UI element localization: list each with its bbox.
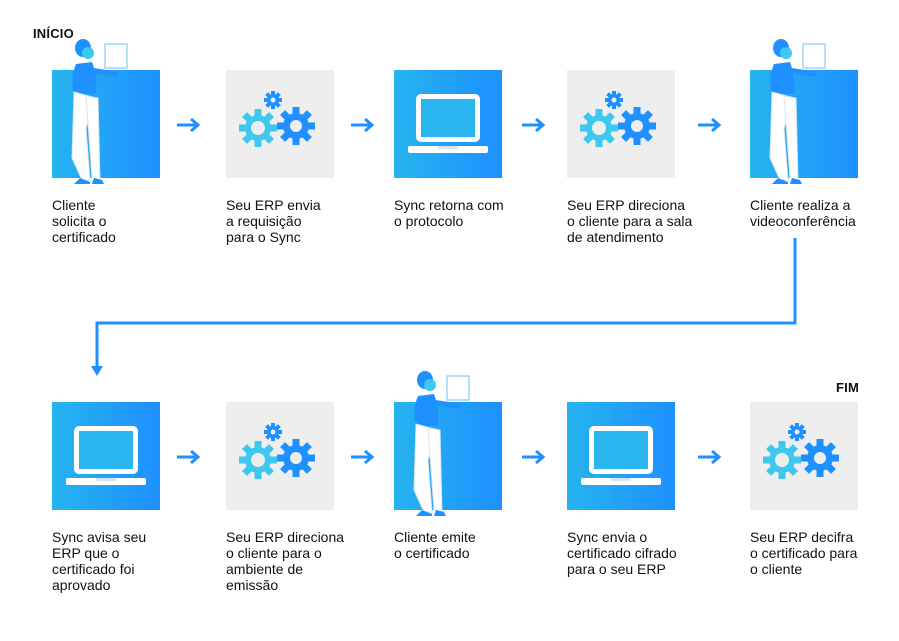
arrow-right-icon [698,118,722,132]
person-with-laptop-icon [769,39,826,184]
arrow-right-icon [177,450,201,464]
start-marker: INÍCIO [33,26,74,41]
person-with-laptop-icon [71,39,128,184]
step-5-box [750,70,858,178]
step-8-label: Cliente emite o certificado [394,529,476,561]
step-3-label: Sync retorna com o protocolo [394,197,504,229]
arrow-right-icon [351,118,375,132]
laptop-icon [408,94,488,153]
arrow-right-icon [351,450,375,464]
arrow-right-icon [522,118,546,132]
laptop-icon [66,426,146,485]
step-9-label: Sync envia o certificado cifrado para o … [567,529,677,577]
step-10-label: Seu ERP decifra o certificado para o cli… [750,529,858,577]
step-2-label: Seu ERP envia a requisição para o Sync [226,197,321,245]
step-8-box [394,402,502,510]
gears-icon [763,423,839,479]
person-with-laptop-icon [413,371,470,516]
arrow-right-icon [522,450,546,464]
gears-icon [239,423,315,479]
arrow-right-icon [177,118,201,132]
end-marker: FIM [836,380,859,395]
step-4-label: Seu ERP direciona o cliente para a sala … [567,197,693,245]
laptop-icon [581,426,661,485]
step-1-box [52,70,160,178]
step-1-label: Cliente solicita o certificado [52,197,116,245]
step-6-label: Sync avisa seu ERP que o certificado foi… [52,529,147,593]
step-7-label: Seu ERP direciona o cliente para o ambie… [226,529,345,593]
step-5-label: Cliente realiza a videoconferência [750,197,856,229]
arrow-right-icon [698,450,722,464]
